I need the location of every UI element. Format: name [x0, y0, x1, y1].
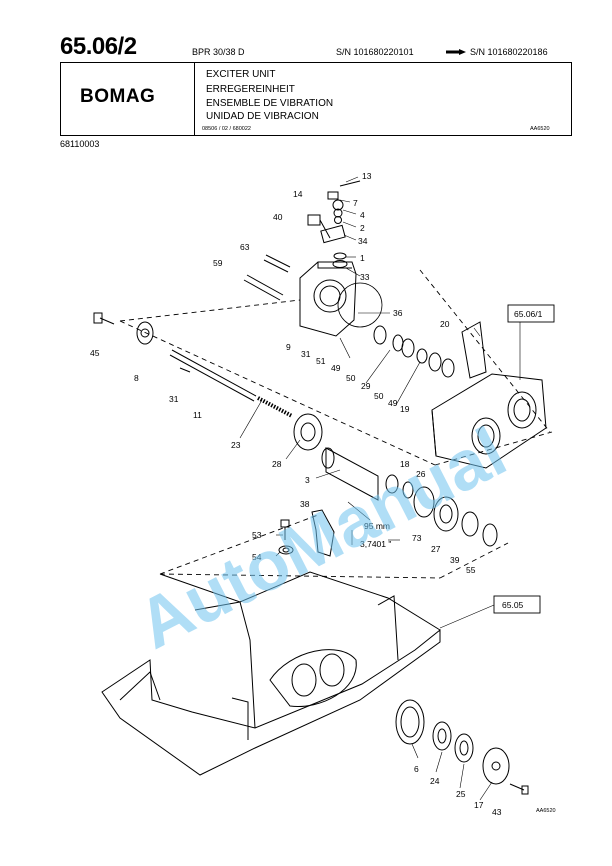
callout: 26	[416, 469, 426, 479]
exciter-housing	[299, 261, 383, 337]
callout: 33	[360, 272, 370, 282]
page-number: 65.06/2	[60, 33, 137, 60]
callout: 14	[293, 189, 303, 199]
callout: 1	[360, 253, 365, 263]
callout: 24	[430, 776, 440, 786]
callout: 40	[273, 212, 283, 222]
header-box	[60, 62, 572, 136]
callout-labels: 13 14 7 4 2 40 34 1 33 63 59 36 9 31 51 …	[90, 171, 502, 817]
serial-arrow-icon	[446, 49, 466, 55]
callout: 27	[431, 544, 441, 554]
base-plate	[101, 571, 441, 776]
callout: 63	[240, 242, 250, 252]
callout: 49	[388, 398, 398, 408]
callout: 3	[305, 475, 310, 485]
callout: 51	[316, 356, 326, 366]
callout: 34	[358, 236, 368, 246]
ref-box-label: 65.06/1	[514, 309, 543, 319]
assembly-dashed-lines	[119, 269, 553, 579]
mounting-bracket	[278, 509, 335, 557]
doc-code: 08506 / 02 / 680022	[202, 126, 251, 132]
bottom-parts	[395, 699, 529, 795]
ref-box-label: 65.05	[502, 600, 524, 610]
callout: 2	[360, 223, 365, 233]
callout: 45	[90, 348, 100, 358]
callout: 95 mm	[364, 521, 390, 531]
callout: 73	[412, 533, 422, 543]
callout: 36	[393, 308, 403, 318]
reference-box-65-05: 65.05	[493, 595, 541, 614]
callout: 29	[361, 381, 371, 391]
title-french: ENSEMBLE DE VIBRATION	[206, 98, 334, 109]
bearing-chain	[373, 321, 487, 379]
eccentric-shaft	[321, 447, 414, 501]
bearing-parts-right	[413, 486, 498, 547]
callout: 53	[252, 530, 262, 540]
title-german: ERREGEREINHEIT	[206, 84, 295, 95]
serial-from: S/N 101680220101	[336, 47, 414, 57]
title-english: EXCITER UNIT	[206, 69, 276, 80]
leader-lines	[239, 176, 521, 801]
model-label: BPR 30/38 D	[192, 47, 245, 57]
brand-logo: BOMAG	[80, 86, 156, 107]
part-number: 68110003	[60, 139, 100, 149]
header-divider	[194, 62, 196, 136]
callout: 19	[400, 404, 410, 414]
callout: 9	[286, 342, 291, 352]
callout: 8	[134, 373, 139, 383]
callout: 50	[374, 391, 384, 401]
callout: 7	[353, 198, 358, 208]
figure-ref: AA6520	[536, 808, 556, 814]
title-spanish: UNIDAD DE VIBRACION	[206, 111, 319, 122]
callout: 25	[456, 789, 466, 799]
callout: 54	[252, 552, 262, 562]
callout: 39	[450, 555, 460, 565]
callout: 49	[331, 363, 341, 373]
serial-to: S/N 101680220186	[470, 47, 548, 57]
callout: 20	[440, 319, 450, 329]
callout: 6	[414, 764, 419, 774]
callout: 31	[169, 394, 179, 404]
callout: 59	[213, 258, 223, 268]
callout: 4	[360, 210, 365, 220]
callout: 50	[346, 373, 356, 383]
callout: 31	[301, 349, 311, 359]
watermark: AutoManual	[125, 412, 517, 663]
callout: 3,7401 "	[360, 539, 391, 549]
callout: 43	[492, 807, 502, 817]
exciter-housing-right	[431, 373, 547, 469]
header-ref: AA6520	[530, 126, 550, 132]
shaft-assembly	[93, 312, 323, 451]
reference-box-65-06-1: 65.06/1	[507, 304, 555, 323]
callout: 23	[231, 440, 241, 450]
callout: 38	[300, 499, 310, 509]
callout: 28	[272, 459, 282, 469]
callout: 11	[193, 410, 202, 420]
callout: 17	[474, 800, 484, 810]
callout: 55	[466, 565, 476, 575]
callout: 13	[362, 171, 372, 181]
callout: 18	[400, 459, 410, 469]
